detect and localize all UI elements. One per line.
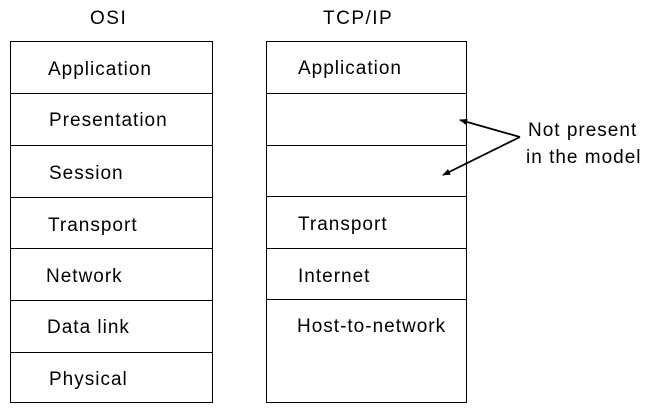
osi-layer-transport: Transport (11, 198, 212, 249)
tcpip-layer-label: Internet (298, 266, 371, 287)
annotation-line-2: in the model (526, 147, 642, 168)
osi-stack: Application Presentation Session Transpo… (10, 41, 213, 403)
arrow-to-session-row (442, 136, 521, 176)
osi-layer-label: Presentation (49, 110, 168, 131)
osi-layer-presentation: Presentation (11, 94, 212, 146)
osi-layer-network: Network (11, 249, 212, 301)
osi-layer-label: Session (49, 163, 124, 184)
tcpip-layer-empty-1 (267, 94, 466, 146)
tcpip-layer-label: Transport (298, 214, 388, 235)
osi-title: OSI (90, 8, 128, 29)
osi-layer-label: Application (48, 59, 152, 80)
osi-layer-label: Data link (47, 317, 130, 338)
annotation-line-1: Not present (528, 120, 638, 141)
tcpip-layer-label: Application (298, 58, 402, 79)
osi-layer-physical: Physical (11, 353, 212, 402)
osi-layer-label: Transport (48, 215, 138, 236)
osi-layer-label: Network (46, 266, 123, 287)
osi-layer-session: Session (11, 146, 212, 198)
tcpip-layer-label: Host-to-network (297, 316, 447, 337)
tcpip-layer-internet: Internet (267, 249, 466, 300)
osi-layer-label: Physical (49, 369, 128, 390)
tcpip-title: TCP/IP (323, 8, 394, 29)
osi-layer-application: Application (11, 42, 212, 94)
tcpip-stack: Application Transport Internet Host-to-n… (266, 41, 467, 403)
arrow-to-presentation-row (459, 118, 521, 138)
tcpip-layer-empty-2 (267, 146, 466, 197)
tcpip-layer-transport: Transport (267, 197, 466, 249)
tcpip-layer-application: Application (267, 42, 466, 94)
osi-layer-data-link: Data link (11, 301, 212, 353)
tcpip-layer-host-to-network: Host-to-network (267, 300, 466, 402)
